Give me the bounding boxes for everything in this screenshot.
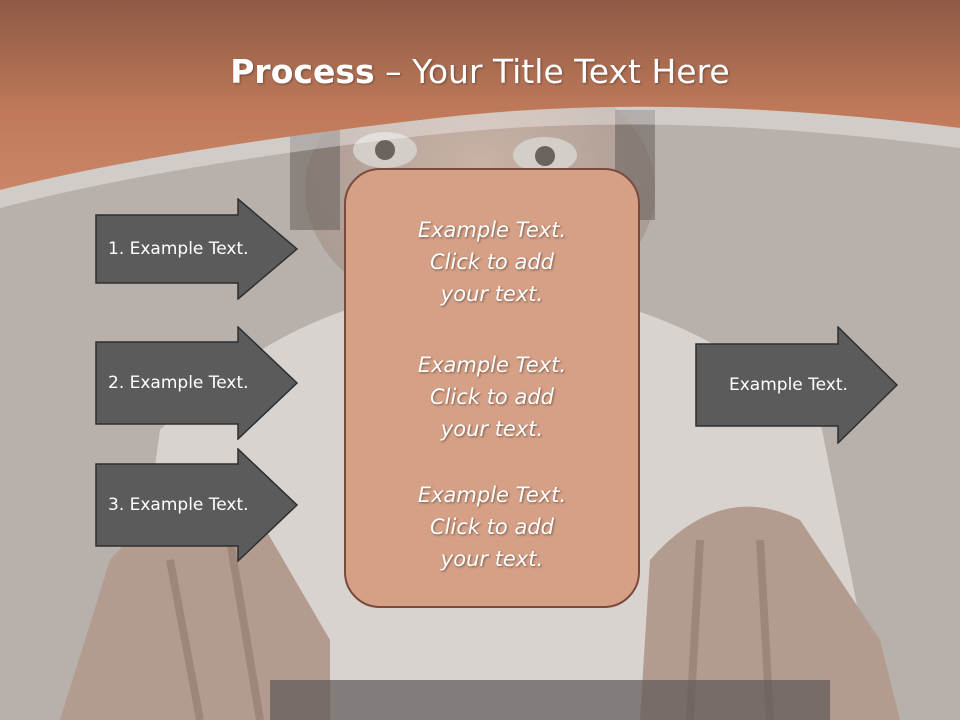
center-text-block-3: Example Text. Click to add your text. bbox=[346, 479, 638, 575]
text-line: Click to add bbox=[429, 515, 554, 539]
right-arrow[interactable]: Example Text. bbox=[695, 326, 899, 444]
left-arrow-label: 3. Example Text. bbox=[108, 495, 249, 515]
arrow-shape bbox=[95, 448, 299, 562]
left-arrow-1[interactable]: 1. Example Text. bbox=[95, 198, 299, 300]
arrow-shape bbox=[95, 198, 299, 300]
title-bold-text: Process bbox=[230, 52, 375, 91]
center-text-block-2: Example Text. Click to add your text. bbox=[346, 349, 638, 445]
text-line: Click to add bbox=[429, 385, 554, 409]
text-line: Click to add bbox=[429, 250, 554, 274]
text-line: your text. bbox=[440, 282, 544, 306]
center-text-box[interactable]: Example Text. Click to add your text. Ex… bbox=[344, 168, 640, 608]
text-line: your text. bbox=[440, 417, 544, 441]
text-line: Example Text. bbox=[417, 353, 567, 377]
title-rest-text: – Your Title Text Here bbox=[374, 52, 730, 91]
center-text-block-1: Example Text. Click to add your text. bbox=[346, 214, 638, 310]
left-arrow-label: 1. Example Text. bbox=[108, 239, 249, 259]
slide-title[interactable]: Process – Your Title Text Here bbox=[0, 52, 960, 91]
right-arrow-label: Example Text. bbox=[729, 375, 848, 395]
arrow-shape bbox=[95, 326, 299, 440]
text-line: your text. bbox=[440, 547, 544, 571]
left-arrow-3[interactable]: 3. Example Text. bbox=[95, 448, 299, 562]
text-line: Example Text. bbox=[417, 483, 567, 507]
left-arrow-label: 2. Example Text. bbox=[108, 373, 249, 393]
text-line: Example Text. bbox=[417, 218, 567, 242]
left-arrow-2[interactable]: 2. Example Text. bbox=[95, 326, 299, 440]
arrow-shape bbox=[695, 326, 899, 444]
